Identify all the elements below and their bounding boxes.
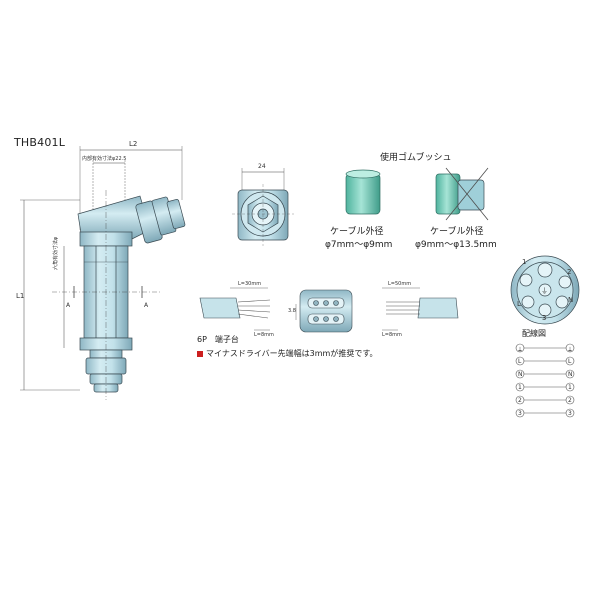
row-left-n: N bbox=[518, 371, 523, 378]
pin-n: N bbox=[568, 296, 574, 304]
cable-right bbox=[382, 287, 459, 331]
dim-l2-label: L2 bbox=[129, 140, 138, 148]
dim-l30-label: L=30mm bbox=[238, 281, 262, 287]
row-right-ground: ⏚ bbox=[567, 347, 574, 354]
product-title: THB401L bbox=[14, 136, 66, 149]
pin-2: 2 bbox=[567, 268, 572, 276]
dim-inner-label: 内部有効寸法φ22.5 bbox=[82, 156, 127, 162]
row-left-3: 3 bbox=[518, 410, 522, 417]
pin-ground: ⏚ bbox=[541, 287, 548, 295]
note-row: マイナスドライバー先端幅は3mmが推奨です。 bbox=[197, 348, 378, 359]
row-right-3: 3 bbox=[568, 410, 572, 417]
bushing-large bbox=[435, 167, 489, 221]
section-a-right: A bbox=[144, 302, 149, 309]
dim-24-label: 24 bbox=[258, 163, 266, 170]
dim-38-label: 3.8 bbox=[288, 308, 296, 314]
bushing-left-caption-2: φ7mm～φ9mm bbox=[325, 240, 393, 250]
top-view bbox=[232, 168, 294, 246]
bushing-left-caption-1: ケーブル外径 bbox=[330, 227, 384, 237]
wiring-diagram bbox=[515, 343, 575, 418]
bushing-right-caption-2: φ9mm～φ13.5mm bbox=[415, 240, 497, 250]
dim-l8-right-label: L=8mm bbox=[382, 332, 402, 338]
row-left-1: 1 bbox=[518, 384, 522, 391]
side-view bbox=[20, 146, 186, 400]
row-left-l: L bbox=[518, 358, 522, 365]
pin-1: 1 bbox=[522, 258, 527, 266]
pin-face bbox=[510, 255, 580, 325]
row-left-ground: ⏚ bbox=[517, 347, 524, 354]
row-right-2: 2 bbox=[568, 397, 572, 404]
note-text: マイナスドライバー先端幅は3mmが推奨です。 bbox=[206, 349, 378, 358]
dim-l8-left-label: L=8mm bbox=[254, 332, 274, 338]
terminal-block bbox=[295, 289, 353, 333]
section-a-left: A bbox=[66, 302, 71, 309]
cable-left bbox=[199, 287, 271, 331]
dim-l50-label: L=50mm bbox=[388, 281, 412, 287]
row-right-n: N bbox=[568, 371, 573, 378]
pin-l: L bbox=[517, 300, 521, 308]
note-marker bbox=[197, 350, 203, 357]
dim-side-label: 六角有効寸法φ bbox=[53, 236, 59, 270]
bushing-small bbox=[345, 169, 381, 215]
dim-l1-label: L1 bbox=[16, 292, 25, 300]
bushing-title: 使用ゴムブッシュ bbox=[380, 153, 452, 163]
pin-3: 3 bbox=[542, 314, 547, 322]
bushing-right-caption-1: ケーブル外径 bbox=[430, 227, 484, 237]
terminal-label: 6P 端子台 bbox=[197, 335, 239, 344]
row-right-l: L bbox=[568, 358, 572, 365]
row-left-2: 2 bbox=[518, 397, 522, 404]
wiring-diagram-title: 配線図 bbox=[522, 329, 546, 338]
row-right-1: 1 bbox=[568, 384, 572, 391]
